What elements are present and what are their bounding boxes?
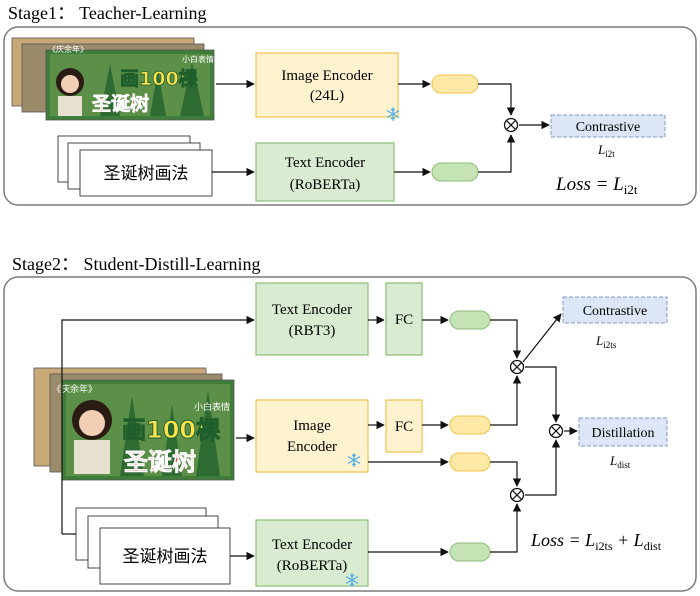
stage2-image-encoder <box>255 399 369 473</box>
stage1-contrastive-label: Contrastive <box>576 120 641 135</box>
stage1-thumb-caption-top: 小白表情 <box>182 54 214 64</box>
stage2-contrastive-box <box>562 296 668 324</box>
stage1-title: Stage1： Teacher-Learning <box>8 3 206 23</box>
stage2-rbt3-label: Text Encoder <box>272 302 352 318</box>
stage1-thumb-tag: 《庆余年》 <box>48 44 88 54</box>
stage2-text-input: 圣诞树画法 <box>123 547 208 567</box>
stage2-text-stack <box>75 507 231 585</box>
stage2-thumb-caption-top: 小白表情 <box>194 401 230 413</box>
stage2-multiply-top-icon <box>509 359 525 375</box>
stage2-loss-equation: Loss = Li2ts + Ldist <box>530 530 662 553</box>
stage2-multiply-bottom-icon <box>509 487 525 503</box>
stage2-fc-mid-label: FC <box>395 419 413 435</box>
stage2-distillation-label: Distillation <box>592 426 655 441</box>
stage1-text-encoder-label: Text Encoder <box>285 155 365 171</box>
stage2-fc-mid <box>385 399 423 453</box>
stage2-roberta-sublabel: (RoBERTa) <box>277 558 348 574</box>
stage2-contrastive-symbol: Li2ts <box>595 333 617 350</box>
stage2-image-encoder-label: Image <box>293 418 331 434</box>
stage2-text-encoder-rbt3 <box>255 282 369 356</box>
stage2-image-stack: 《庆余年》 小白表情 画100棵 圣诞树 <box>33 367 235 481</box>
stage2-branch-to-rbt3 <box>61 315 255 534</box>
stage2-fc-top-label: FC <box>395 312 413 328</box>
stage1-thumbnail: 《庆余年》 小白表情 画100棵 圣诞树 <box>45 44 215 121</box>
stage2-thumb-caption-line1: 画100棵 <box>122 416 220 444</box>
stage1-contrastive-symbol: Li2t <box>597 142 615 159</box>
stage1-thumb-caption-line2: 圣诞树 <box>92 92 149 115</box>
stage1-text-stack <box>57 135 213 197</box>
stage2-thumbnail: 《庆余年》 小白表情 画100棵 圣诞树 <box>52 379 235 481</box>
stage1-text-embedding <box>431 162 479 182</box>
stage1-image-stack: 《庆余年》 小白表情 画100棵 圣诞树 <box>11 37 215 121</box>
stage2-distillation-symbol: Ldist <box>609 453 631 470</box>
stage2-roberta-embedding <box>449 542 491 562</box>
stage2-rbt3-embedding <box>449 310 491 330</box>
stage1-image-embedding <box>431 74 479 94</box>
stage1-thumb-caption-line1: 画100棵 <box>120 67 198 90</box>
stage1-contrastive-box <box>550 114 666 138</box>
stage2-rbt3-sublabel: (RBT3) <box>289 323 336 339</box>
stage1-text-encoder <box>255 142 395 202</box>
stage2-image-fc-embedding <box>449 415 491 435</box>
stage1-merge-text <box>478 134 516 173</box>
stage1-multiply-icon <box>503 117 519 133</box>
stage2-to-distill-top <box>525 366 561 423</box>
stage1-loss-equation: Loss = Li2t <box>555 174 638 197</box>
stage1-image-encoder-sublabel: (24L) <box>310 88 344 104</box>
stage1-image-encoder-label: Image Encoder <box>281 68 372 84</box>
stage2-thumb-caption-line2: 圣诞树 <box>124 448 196 476</box>
stage1-merge-image <box>478 83 516 116</box>
stage2-title: Stage2： Student-Distill-Learning <box>12 254 260 274</box>
stage2-image-embedding <box>449 452 491 472</box>
stage2-contrastive-label: Contrastive <box>583 304 648 319</box>
stage2-to-distill-bottom <box>525 439 561 496</box>
stage2-fc-top <box>385 282 423 356</box>
stage2-merge-image <box>490 461 522 487</box>
stage1-text-encoder-sublabel: (RoBERTa) <box>290 177 361 193</box>
stage2-arrow-contrastive <box>522 313 562 363</box>
stage2-thumb-tag: 《庆余年》 <box>52 383 97 395</box>
stage2-merge-roberta <box>490 503 522 553</box>
stage1-image-encoder <box>255 52 399 118</box>
stage2-panel <box>3 276 697 592</box>
stage2-merge-image-fc <box>490 375 522 426</box>
stage2-merge-rbt3 <box>490 319 522 359</box>
stage2-distillation-box <box>578 417 668 447</box>
stage2-text-encoder-roberta <box>255 519 369 587</box>
stage1-text-input: 圣诞树画法 <box>104 164 189 184</box>
stage2-roberta-label: Text Encoder <box>272 537 352 553</box>
stage2-multiply-distill-icon <box>548 423 564 439</box>
stage1-panel <box>3 26 697 206</box>
stage2-image-encoder-sublabel: Encoder <box>287 439 337 455</box>
